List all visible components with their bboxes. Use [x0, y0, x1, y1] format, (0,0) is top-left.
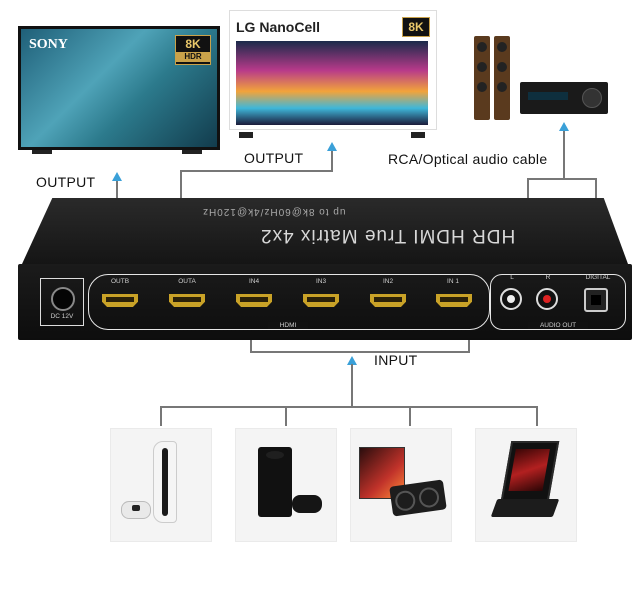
tv-lg-brand: LG NanoCell [236, 19, 321, 35]
tv-lg-bezel: LG NanoCell 8K [229, 10, 437, 130]
connector-line [536, 406, 538, 426]
power-port: DC 12V [40, 278, 84, 326]
device-title: HDR HDMI True Matrix 4x2 [260, 225, 516, 246]
device-subtitle: up to 8k@60Hz/4k@120Hz [202, 206, 346, 217]
av-receiver [520, 82, 608, 114]
port-label-in2: IN2 [382, 278, 394, 285]
badge-hdr-text: HDR [176, 52, 210, 62]
console-body-icon [153, 441, 177, 523]
hdmi-port-in3[interactable] [303, 294, 339, 307]
rca-left-port[interactable] [500, 288, 522, 310]
device-front-panel: DC 12V OUTB OUTA IN4 IN3 IN2 IN 1 HDMI L… [18, 264, 632, 340]
tv-sony-screen: SONY 8K HDR [18, 26, 220, 150]
laptop-base-icon [490, 499, 560, 517]
arrow-up-icon [559, 122, 569, 131]
tv-lg-stand [411, 132, 425, 138]
port-label-outa: OUTA [178, 278, 196, 285]
optical-port[interactable] [584, 288, 608, 312]
badge-8k-text: 8K [185, 37, 201, 51]
hdmi-port-outb[interactable] [102, 294, 138, 307]
source-laptop [475, 428, 577, 542]
connector-line [116, 180, 118, 198]
tv-lg-8k-badge: 8K [402, 17, 430, 37]
speaker-left [474, 36, 490, 120]
audio-cable-label: RCA/Optical audio cable [388, 151, 548, 167]
connector-line [409, 406, 411, 426]
speaker-right [494, 36, 510, 120]
port-label-in1: IN 1 [447, 278, 459, 285]
connector-line [250, 340, 252, 352]
arrow-up-icon [347, 356, 357, 365]
connector-line [331, 150, 333, 172]
connector-line [160, 406, 162, 426]
output-label-center: OUTPUT [244, 150, 304, 166]
power-jack-icon [51, 287, 75, 311]
connector-line [527, 178, 597, 180]
connector-line [180, 170, 182, 198]
source-xbox-console [235, 428, 337, 542]
tv-lg-screen [236, 41, 428, 125]
laptop-screen-icon [500, 441, 560, 501]
speakers-receiver [470, 34, 620, 126]
audio-r-label: R [545, 274, 551, 281]
hdmi-port-in4[interactable] [236, 294, 272, 307]
hdmi-port-in2[interactable] [370, 294, 406, 307]
port-label-in4: IN4 [248, 278, 260, 285]
tv-sony-stand [182, 150, 202, 154]
hdmi-port-outa[interactable] [169, 294, 205, 307]
connector-line [180, 170, 332, 172]
connector-line [285, 406, 287, 426]
tv-sony-8k-badge: 8K HDR [175, 35, 211, 65]
device-top-panel: HDR HDMI True Matrix 4x2 up to 8k@60Hz/4… [22, 198, 628, 264]
rca-right-port[interactable] [536, 288, 558, 310]
power-label: DC 12V [50, 313, 74, 320]
audio-port-plate [490, 274, 626, 330]
connector-line [563, 130, 565, 179]
source-graphics-card [350, 428, 452, 542]
tv-sony-brand: SONY [29, 37, 68, 52]
input-label: INPUT [374, 352, 418, 368]
audio-out-label: AUDIO OUT [528, 322, 588, 329]
source-game-console [110, 428, 212, 542]
hdmi-label: HDMI [268, 322, 308, 329]
audio-l-label: L [510, 274, 514, 281]
arrow-up-icon [112, 172, 122, 181]
connector-line [527, 178, 529, 198]
connector-line [595, 178, 597, 198]
digital-label: DIGITAL [585, 274, 611, 281]
connector-line [250, 351, 470, 353]
output-label-left: OUTPUT [36, 174, 96, 190]
tv-sony: SONY 8K HDR [18, 26, 220, 166]
hdmi-port-in1[interactable] [436, 294, 472, 307]
connector-line [468, 340, 470, 352]
hdmi-port-plate [88, 274, 490, 330]
port-label-in3: IN3 [315, 278, 327, 285]
connector-line [160, 406, 538, 408]
gamepad-icon [121, 501, 151, 519]
port-label-outb: OUTB [110, 278, 130, 285]
tv-sony-stand [32, 150, 52, 154]
tv-lg: LG NanoCell 8K [229, 10, 437, 140]
arrow-up-icon [327, 142, 337, 151]
tv-lg-stand [239, 132, 253, 138]
connector-line [351, 364, 353, 408]
xbox-body-icon [258, 447, 292, 517]
gpu-card-icon [389, 479, 447, 517]
gamepad-icon [292, 495, 322, 513]
